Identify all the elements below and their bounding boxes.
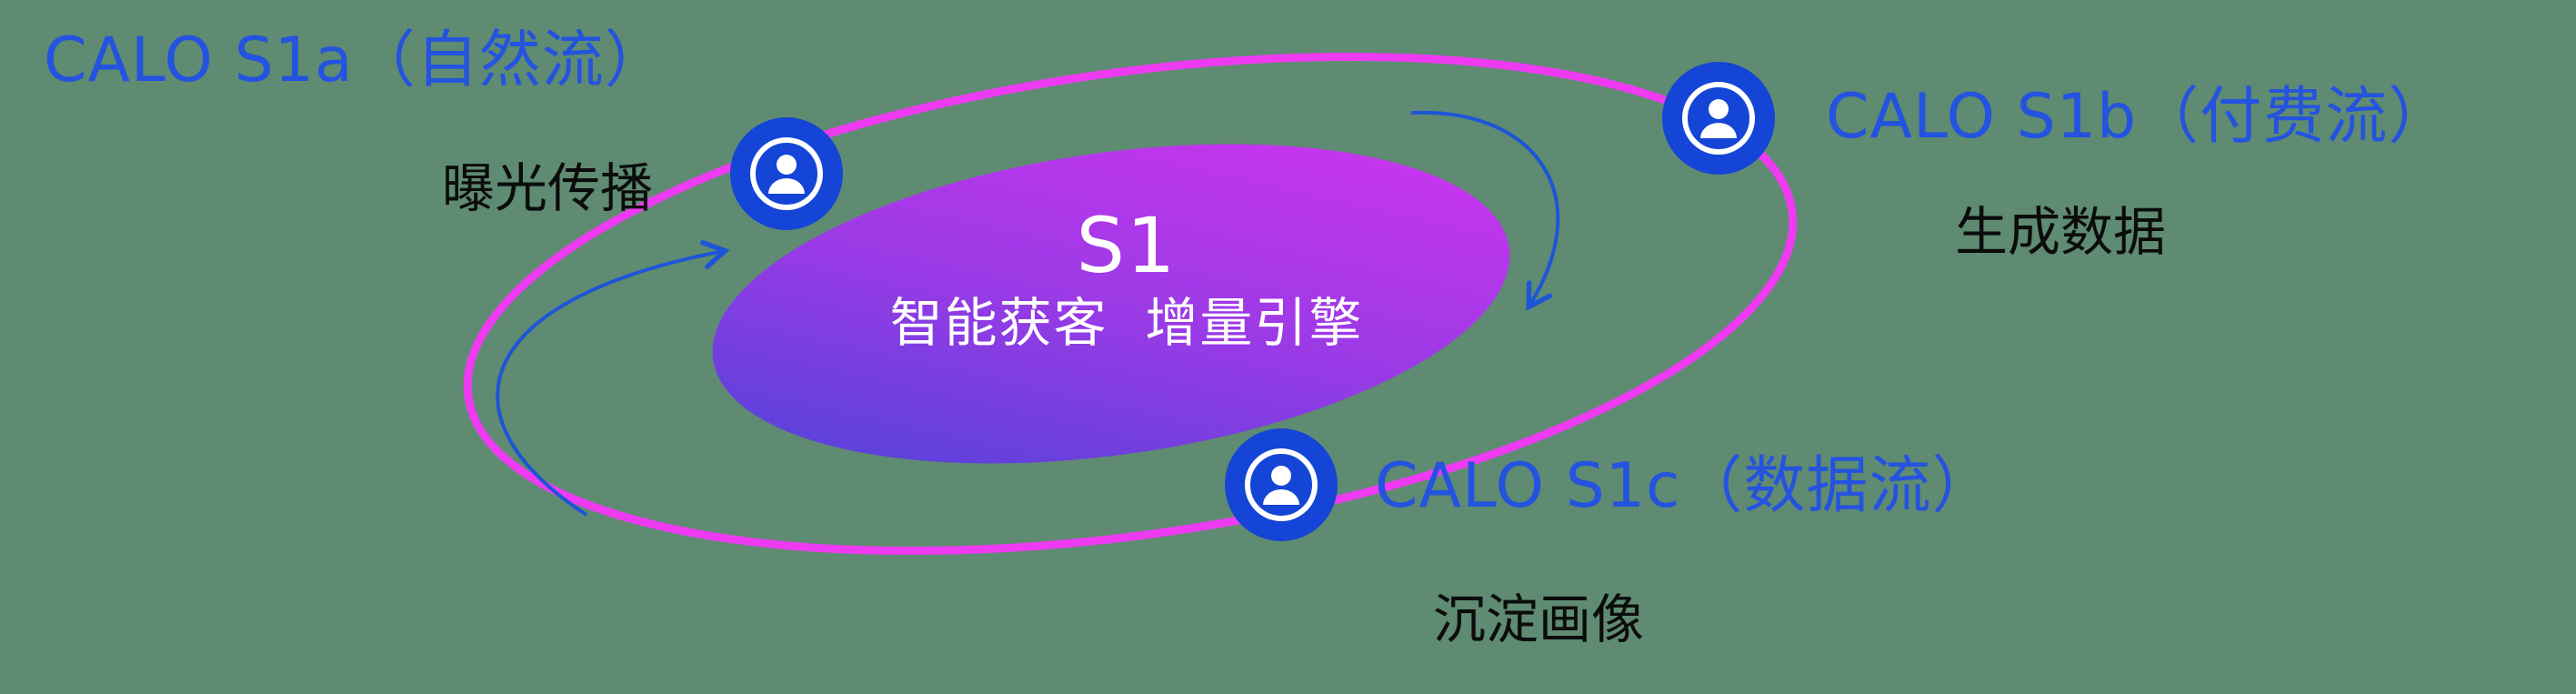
- node-s1b-sublabel: 生成数据: [1955, 201, 2167, 263]
- node-s1b-user-icon: [1660, 60, 1777, 176]
- node-s1a-sublabel: 曝光传播: [442, 157, 654, 219]
- node-s1c-label: CALO S1c（数据流）: [1375, 450, 1995, 522]
- user-icon: [1225, 428, 1338, 541]
- flow-arrow-right: [1410, 110, 1560, 311]
- node-s1a-label: CALO S1a（自然流）: [44, 25, 667, 96]
- user-icon: [1662, 62, 1775, 175]
- center-text-block: S1 智能获客 增量引擎: [845, 207, 1408, 353]
- center-ellipse: [712, 144, 1510, 464]
- user-icon: [730, 117, 843, 230]
- center-subtitle: 智能获客 增量引擎: [889, 292, 1364, 354]
- node-s1a-user-icon: [728, 116, 845, 232]
- node-s1c-user-icon: [1223, 427, 1339, 543]
- node-s1c-sublabel: 沉淀画像: [1433, 588, 1645, 650]
- node-s1b-label: CALO S1b（付费流）: [1826, 81, 2451, 153]
- center-title: S1: [1076, 201, 1178, 290]
- flow-arrow-left: [496, 239, 730, 517]
- orbit-ring: [463, 52, 1798, 556]
